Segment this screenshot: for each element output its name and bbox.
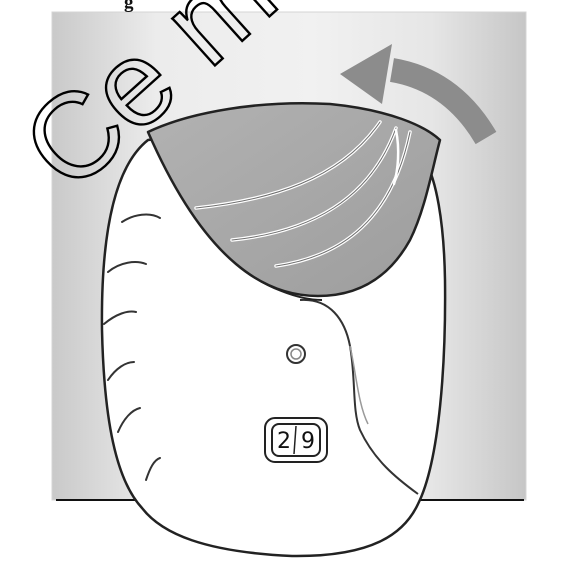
dose-counter: 2 9: [265, 418, 327, 462]
dose-counter-tens: 2: [277, 429, 291, 454]
dose-counter-ones: 9: [301, 429, 315, 454]
figure-heading-fragment: g: [124, 0, 134, 14]
sound-hole-icon: [287, 345, 305, 363]
